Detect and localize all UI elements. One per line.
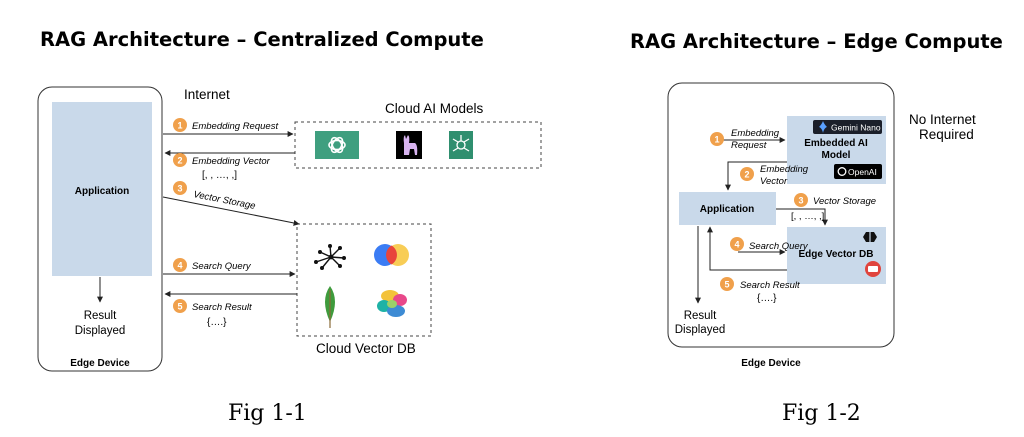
fig2-result-line2: Displayed — [675, 324, 726, 336]
step-label: Search Result — [740, 280, 800, 291]
fig1-step-2: 2 Embedding Vector [, , …, ,] — [173, 153, 271, 181]
step-label-line1: Embedding — [760, 164, 809, 175]
fig2-result-line1: Result — [684, 310, 717, 322]
fig2-step-3: 3 Vector Storage [, , …, ,] — [791, 193, 876, 222]
step-label: Embedding Vector — [192, 156, 271, 167]
fig1-cloud-models-box — [294, 121, 542, 169]
ai-chip-icon — [449, 131, 473, 159]
fig1-internet-label: Internet — [184, 87, 230, 102]
fig2-embedded-model-line2: Model — [822, 150, 851, 161]
step-number: 1 — [177, 121, 182, 131]
fig1-cloud-db-label: Cloud Vector DB — [316, 341, 416, 356]
fig1-step-4: 4 Search Query — [173, 258, 252, 272]
fig1-step-5: 5 Search Result {….} — [173, 299, 252, 328]
step-sub: [, , …, ,] — [791, 211, 824, 222]
fig2-title: RAG Architecture – Edge Compute — [630, 30, 1003, 53]
fig2-application-label: Application — [700, 204, 754, 215]
fig2-embedded-model-line1: Embedded AI — [804, 138, 868, 149]
fig1-application-box — [52, 102, 152, 276]
fig2-step-2: 2 Embedding Vector — [740, 164, 809, 187]
openai-icon: OpenAI — [834, 164, 882, 179]
mongodb-leaf-icon — [325, 286, 335, 328]
step-number: 2 — [177, 156, 182, 166]
openai-label: OpenAI — [848, 167, 877, 177]
step-sub: {….} — [757, 293, 777, 304]
fig1-result-line2: Displayed — [75, 325, 126, 337]
fig1-caption: Fig 1-1 — [228, 401, 307, 426]
fig2-step-5: 5 Search Result {….} — [720, 277, 800, 304]
qdrant-icon — [863, 232, 877, 242]
step-label-line1: Embedding — [731, 128, 780, 139]
llama-icon — [396, 131, 422, 159]
step-number: 4 — [734, 240, 739, 250]
fig2-edge-device-label: Edge Device — [741, 358, 801, 369]
step-sub: {….} — [207, 317, 227, 328]
elastic-icon — [377, 290, 407, 317]
fig2-arrow-vector-storage — [776, 208, 828, 226]
step-sub: [, , …, ,] — [202, 170, 237, 181]
fig1-application-label: Application — [75, 186, 129, 197]
fig1-arrow-vector-storage — [162, 196, 300, 226]
step-number: 4 — [177, 261, 182, 271]
fig2-no-internet-line1: No Internet — [909, 112, 976, 127]
step-number: 2 — [744, 170, 749, 180]
step-number: 3 — [177, 184, 182, 194]
fig1-result-line1: Result — [84, 310, 117, 322]
step-label-line2: Request — [731, 140, 767, 151]
fig2-caption: Fig 1-2 — [782, 401, 861, 426]
gemini-label: Gemini Nano — [831, 123, 881, 133]
fig1-cloud-db-box — [296, 223, 432, 337]
step-label: Vector Storage — [192, 189, 256, 212]
pinecone-icon — [314, 244, 346, 270]
fig1-title: RAG Architecture – Centralized Compute — [40, 28, 484, 51]
fig1-step-1: 1 Embedding Request — [173, 118, 278, 132]
step-label: Embedding Request — [192, 121, 278, 132]
fig1-cloud-models-label: Cloud AI Models — [385, 101, 484, 116]
step-number: 5 — [724, 280, 729, 290]
fig2-edge-db-label: Edge Vector DB — [798, 249, 873, 260]
gemini-icon: Gemini Nano — [813, 120, 882, 134]
fig2-step-4: 4 Search Query — [730, 237, 809, 252]
step-number: 5 — [177, 302, 182, 312]
step-label-line2: Vector — [760, 176, 788, 187]
fig2-arrow-search-result — [707, 226, 787, 271]
openai-icon — [315, 131, 359, 159]
step-label: Search Result — [192, 302, 252, 313]
redis-icon — [865, 261, 881, 277]
fig1-edge-device-label: Edge Device — [70, 358, 130, 369]
overlap-circles-icon — [374, 244, 409, 266]
fig2-application-box — [679, 192, 776, 225]
step-label: Search Query — [192, 261, 252, 272]
step-number: 1 — [714, 135, 719, 145]
fig2-no-internet-line2: Required — [919, 127, 974, 142]
fig2-step-1: 1 Embedding Request — [710, 128, 780, 151]
step-label: Vector Storage — [813, 196, 876, 207]
step-number: 3 — [798, 196, 803, 206]
step-label: Search Query — [749, 241, 809, 252]
fig2-arrow-embedding-vector — [725, 161, 787, 191]
